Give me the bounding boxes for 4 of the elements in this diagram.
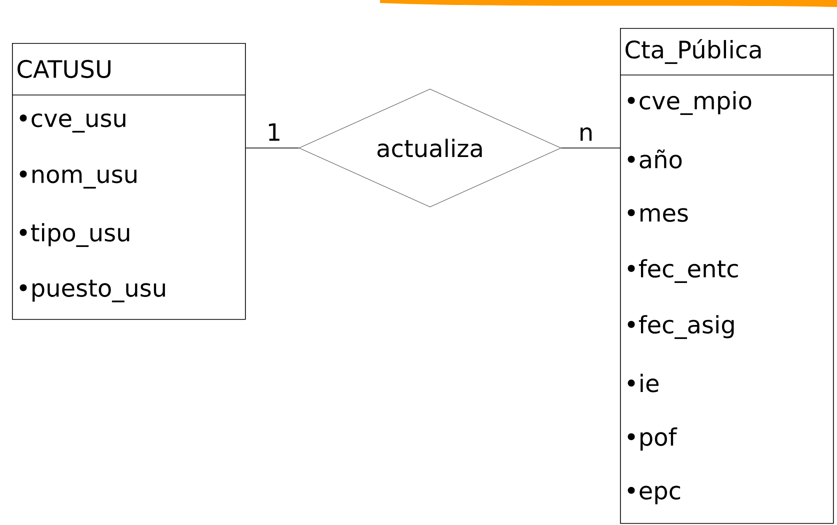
cardinality-label: 1 [268, 123, 280, 141]
cardinality-label: n [580, 127, 592, 141]
entity-table: Cta_Pública •cve_mpio •año •mes •fec_entc •fec_asig •ie •pof •epc [620, 28, 834, 524]
entity-table: CATUSU •cve_usu •nom_usu •tipo_usu •puesto_usu [12, 43, 246, 320]
